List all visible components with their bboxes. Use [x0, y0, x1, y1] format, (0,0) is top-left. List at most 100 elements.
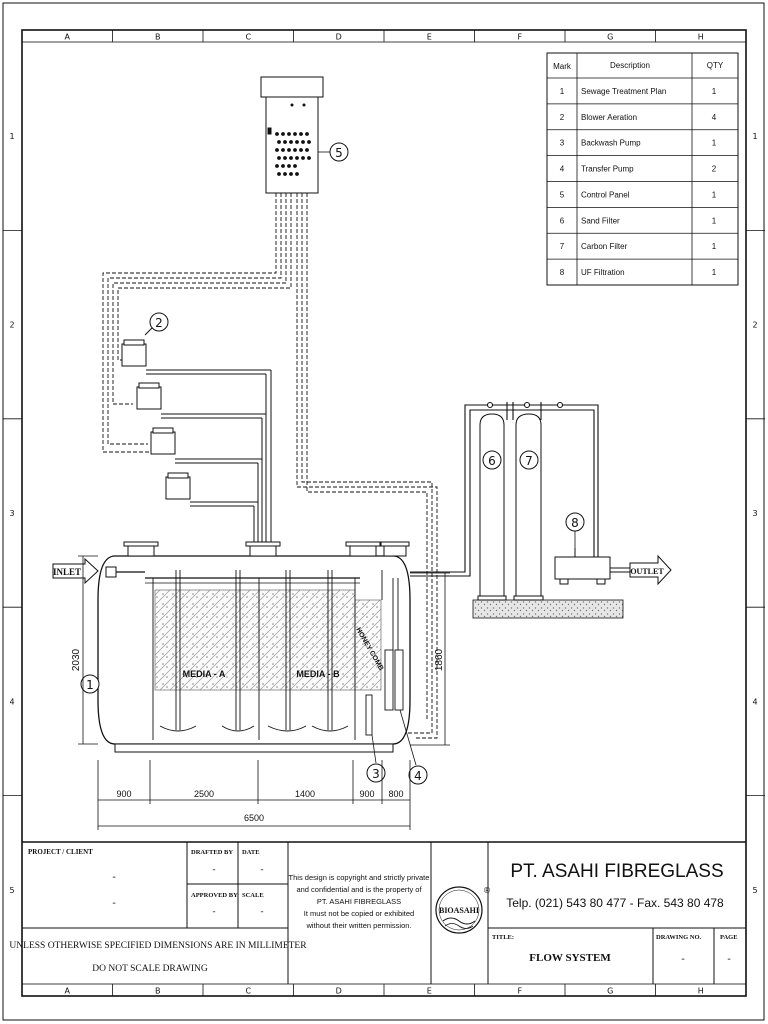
grid-column-label: D	[336, 33, 342, 42]
svg-text:6: 6	[488, 454, 496, 468]
filter-piping	[410, 401, 599, 577]
indicator-light	[287, 148, 291, 152]
grid-row-label: 5	[9, 886, 14, 895]
dim-900-a: 900	[116, 789, 131, 799]
grid-column-label: A	[65, 33, 71, 42]
parts-table-header-mark: Mark	[553, 62, 572, 71]
callout-5: 5	[329, 142, 349, 162]
inlet-label: INLET	[53, 567, 81, 577]
parts-row-description: Blower Aeration	[581, 113, 637, 122]
notice-line-5: without their written permission.	[305, 921, 411, 930]
backwash-leader	[371, 709, 417, 766]
indicator-light	[305, 132, 309, 136]
page-label: PAGE	[720, 934, 738, 941]
dim-1400: 1400	[295, 789, 315, 799]
dimension-labels: 900 2500 1400 900 800 6500	[116, 789, 403, 823]
grid-column-label: B	[155, 987, 161, 996]
parts-row-qty: 1	[712, 87, 717, 96]
parts-table-header-description: Description	[610, 61, 650, 70]
blower-1	[121, 339, 271, 375]
notice-line-2: and confidential and is the property of	[296, 885, 422, 894]
notice-line-1: This design is copyright and strictly pr…	[289, 873, 430, 882]
media-a-fill	[154, 589, 260, 691]
sand-filter	[477, 413, 507, 601]
logo-registered-icon: ®	[483, 886, 491, 895]
parts-row-qty: 1	[712, 190, 717, 199]
grid-row-label: 3	[752, 509, 757, 518]
grid-column-label: F	[517, 33, 522, 42]
callout-8: 8	[565, 512, 585, 548]
grid-row-label: 2	[9, 321, 14, 330]
indicator-light	[275, 148, 279, 152]
indicator-light	[281, 164, 285, 168]
horizontal-dimensions	[97, 760, 411, 830]
uf-filtration-unit	[554, 548, 630, 585]
parts-row-description: Control Panel	[581, 190, 630, 199]
parts-row-qty: 2	[712, 165, 717, 174]
indicator-light	[295, 172, 299, 176]
unit-note-line-2: DO NOT SCALE DRAWING	[92, 964, 208, 974]
height-dimension-left	[78, 555, 98, 745]
indicator-light	[275, 164, 279, 168]
parts-row-mark: 1	[560, 87, 565, 96]
scale-label: SCALE	[242, 892, 264, 899]
parts-table-header-qty: QTY	[707, 61, 724, 70]
svg-text:5: 5	[335, 146, 343, 160]
indicator-light	[301, 156, 305, 160]
parts-row-mark: 2	[560, 113, 565, 122]
grid-column-label: D	[336, 987, 342, 996]
callout-4: 4	[408, 765, 428, 785]
indicator-light	[275, 132, 279, 136]
dim-6500: 6500	[244, 813, 264, 823]
grid-column-label: B	[155, 33, 161, 42]
parts-table-row: 5 Control Panel 1	[560, 190, 717, 199]
notice-line-4: It must not be copied or exhibited	[304, 909, 414, 918]
tank-media-zone	[154, 589, 382, 691]
indicator-light	[293, 132, 297, 136]
indicator-light	[299, 148, 303, 152]
parts-row-mark: 5	[560, 190, 565, 199]
parts-row-qty: 4	[712, 113, 717, 122]
project-value-2: -	[112, 898, 116, 909]
dim-800: 800	[388, 789, 403, 799]
parts-row-mark: 7	[560, 242, 565, 251]
grid-column-label: F	[517, 987, 522, 996]
indicator-light	[277, 172, 281, 176]
parts-table-row: 2 Blower Aeration 4	[560, 113, 717, 122]
parts-row-mark: 6	[560, 216, 565, 225]
grid-column-label: E	[427, 987, 432, 996]
indicator-light	[277, 156, 281, 160]
indicator-light	[293, 164, 297, 168]
logo-text: BIOASAHI	[439, 906, 479, 915]
grid-column-label: A	[65, 987, 71, 996]
grid-row-label: 1	[752, 132, 757, 141]
drafted-by-value: -	[212, 865, 215, 875]
copyright-notice: This design is copyright and strictly pr…	[289, 873, 430, 930]
ground-slab	[472, 599, 624, 619]
air-risers	[253, 370, 272, 545]
indicator-light	[295, 156, 299, 160]
inlet-arrow: INLET	[52, 557, 99, 585]
carbon-filter	[513, 413, 544, 601]
grid-row-label: 1	[9, 132, 14, 141]
blower-aeration-units	[121, 339, 272, 545]
parts-row-qty: 1	[712, 139, 717, 148]
indicator-light	[302, 103, 306, 107]
grid-row-label: 4	[752, 697, 757, 706]
indicator-light	[305, 148, 309, 152]
parts-row-mark: 3	[560, 139, 565, 148]
indicator-light	[289, 140, 293, 144]
svg-text:1: 1	[86, 678, 94, 692]
outlet-label: OUTLET	[630, 567, 664, 576]
outlet-arrow: OUTLET	[629, 554, 672, 586]
indicator-light	[289, 156, 293, 160]
grid-column-label: C	[245, 33, 251, 42]
control-panel-indicators	[275, 103, 311, 176]
